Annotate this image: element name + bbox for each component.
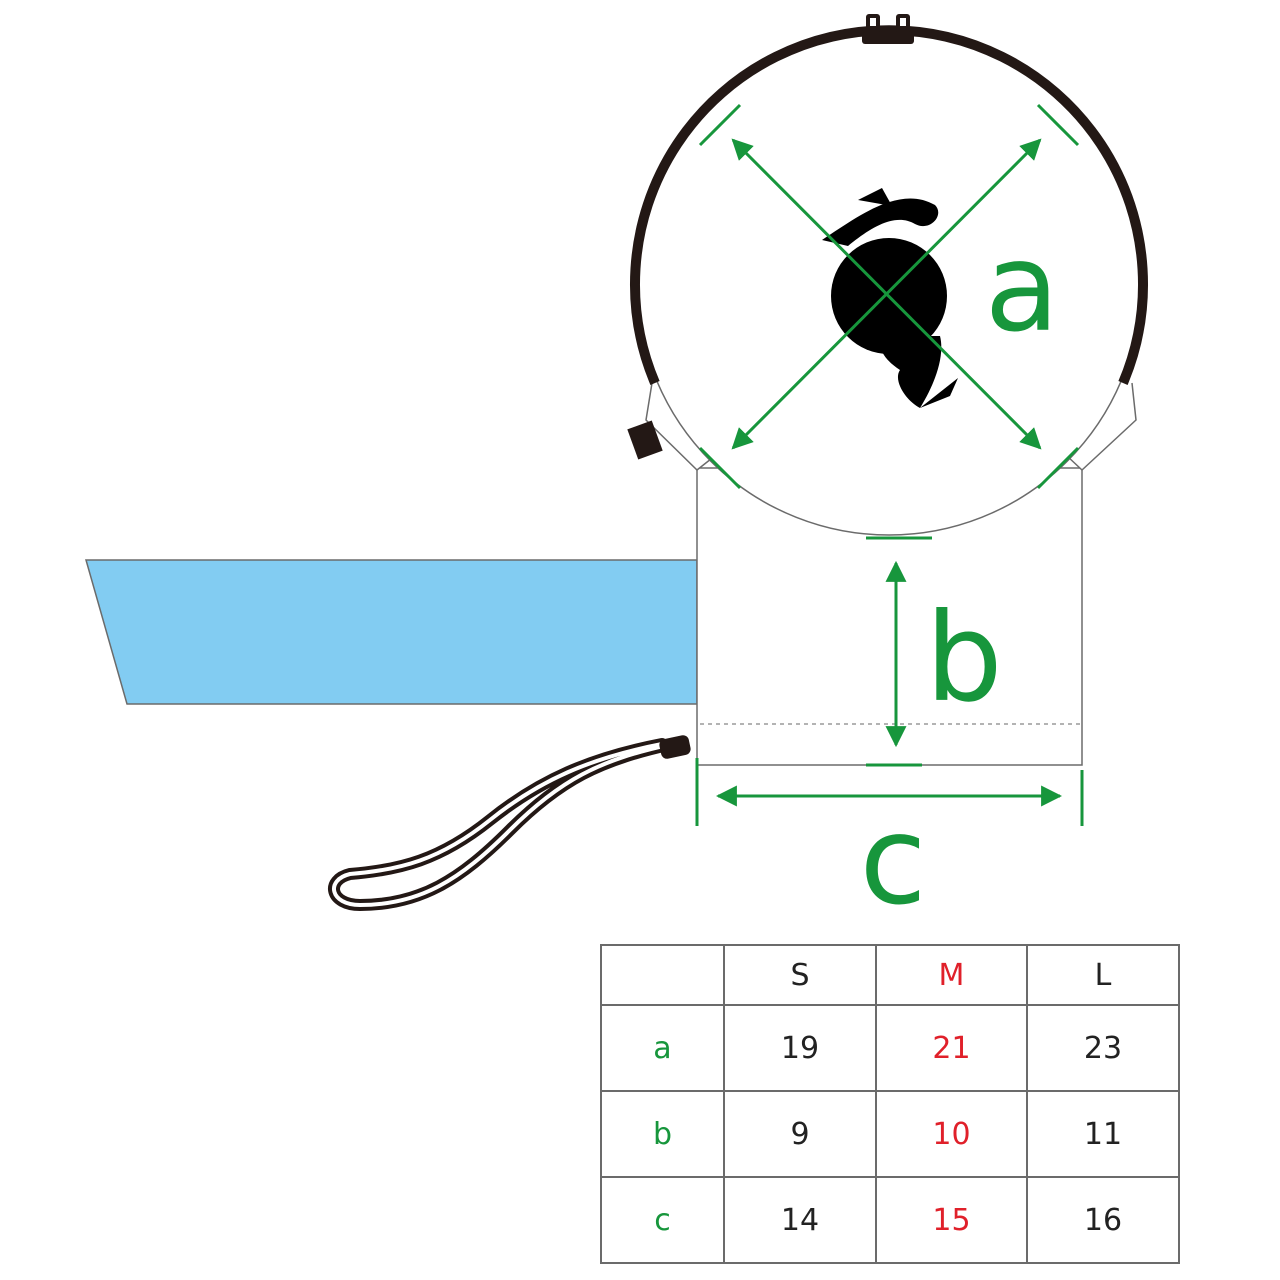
header-cell-m: M <box>875 944 1028 1006</box>
cell-b-l: 11 <box>1026 1090 1180 1178</box>
table-row: c 14 15 16 <box>600 1176 1180 1264</box>
cell-c-m: 15 <box>875 1176 1028 1264</box>
label-a: a <box>985 217 1060 359</box>
table-row: b 9 10 11 <box>600 1090 1180 1178</box>
row-label-b: b <box>600 1090 725 1178</box>
label-b: b <box>925 587 1002 729</box>
cell-b-m: 10 <box>875 1090 1028 1178</box>
table-header-row: S M L <box>600 944 1180 1006</box>
dimension-b <box>866 536 932 767</box>
dimension-a <box>698 103 1080 490</box>
cell-c-s: 14 <box>723 1176 877 1264</box>
cell-a-m: 21 <box>875 1004 1028 1092</box>
header-cell-s: S <box>723 944 877 1006</box>
dimension-c <box>695 758 1084 826</box>
cell-a-s: 19 <box>723 1004 877 1092</box>
shoulder-strap <box>85 559 698 705</box>
cell-a-l: 23 <box>1026 1004 1180 1092</box>
row-label-a: a <box>600 1004 725 1092</box>
side-tab <box>627 420 663 460</box>
size-table: S M L a 19 21 23 b 9 10 11 c 14 15 16 <box>600 944 1180 1264</box>
cord-stopper <box>659 735 691 759</box>
header-cell-l: L <box>1026 944 1180 1006</box>
zipper-ring <box>630 25 1148 385</box>
row-label-c: c <box>600 1176 725 1264</box>
header-cell-blank <box>600 944 725 1006</box>
zipper-pull-detail <box>870 18 906 26</box>
right-connector <box>1065 382 1137 472</box>
cell-c-l: 16 <box>1026 1176 1180 1264</box>
label-c: c <box>859 790 926 932</box>
table-row: a 19 21 23 <box>600 1004 1180 1092</box>
cell-b-s: 9 <box>723 1090 877 1178</box>
wrist-cord <box>328 738 674 912</box>
